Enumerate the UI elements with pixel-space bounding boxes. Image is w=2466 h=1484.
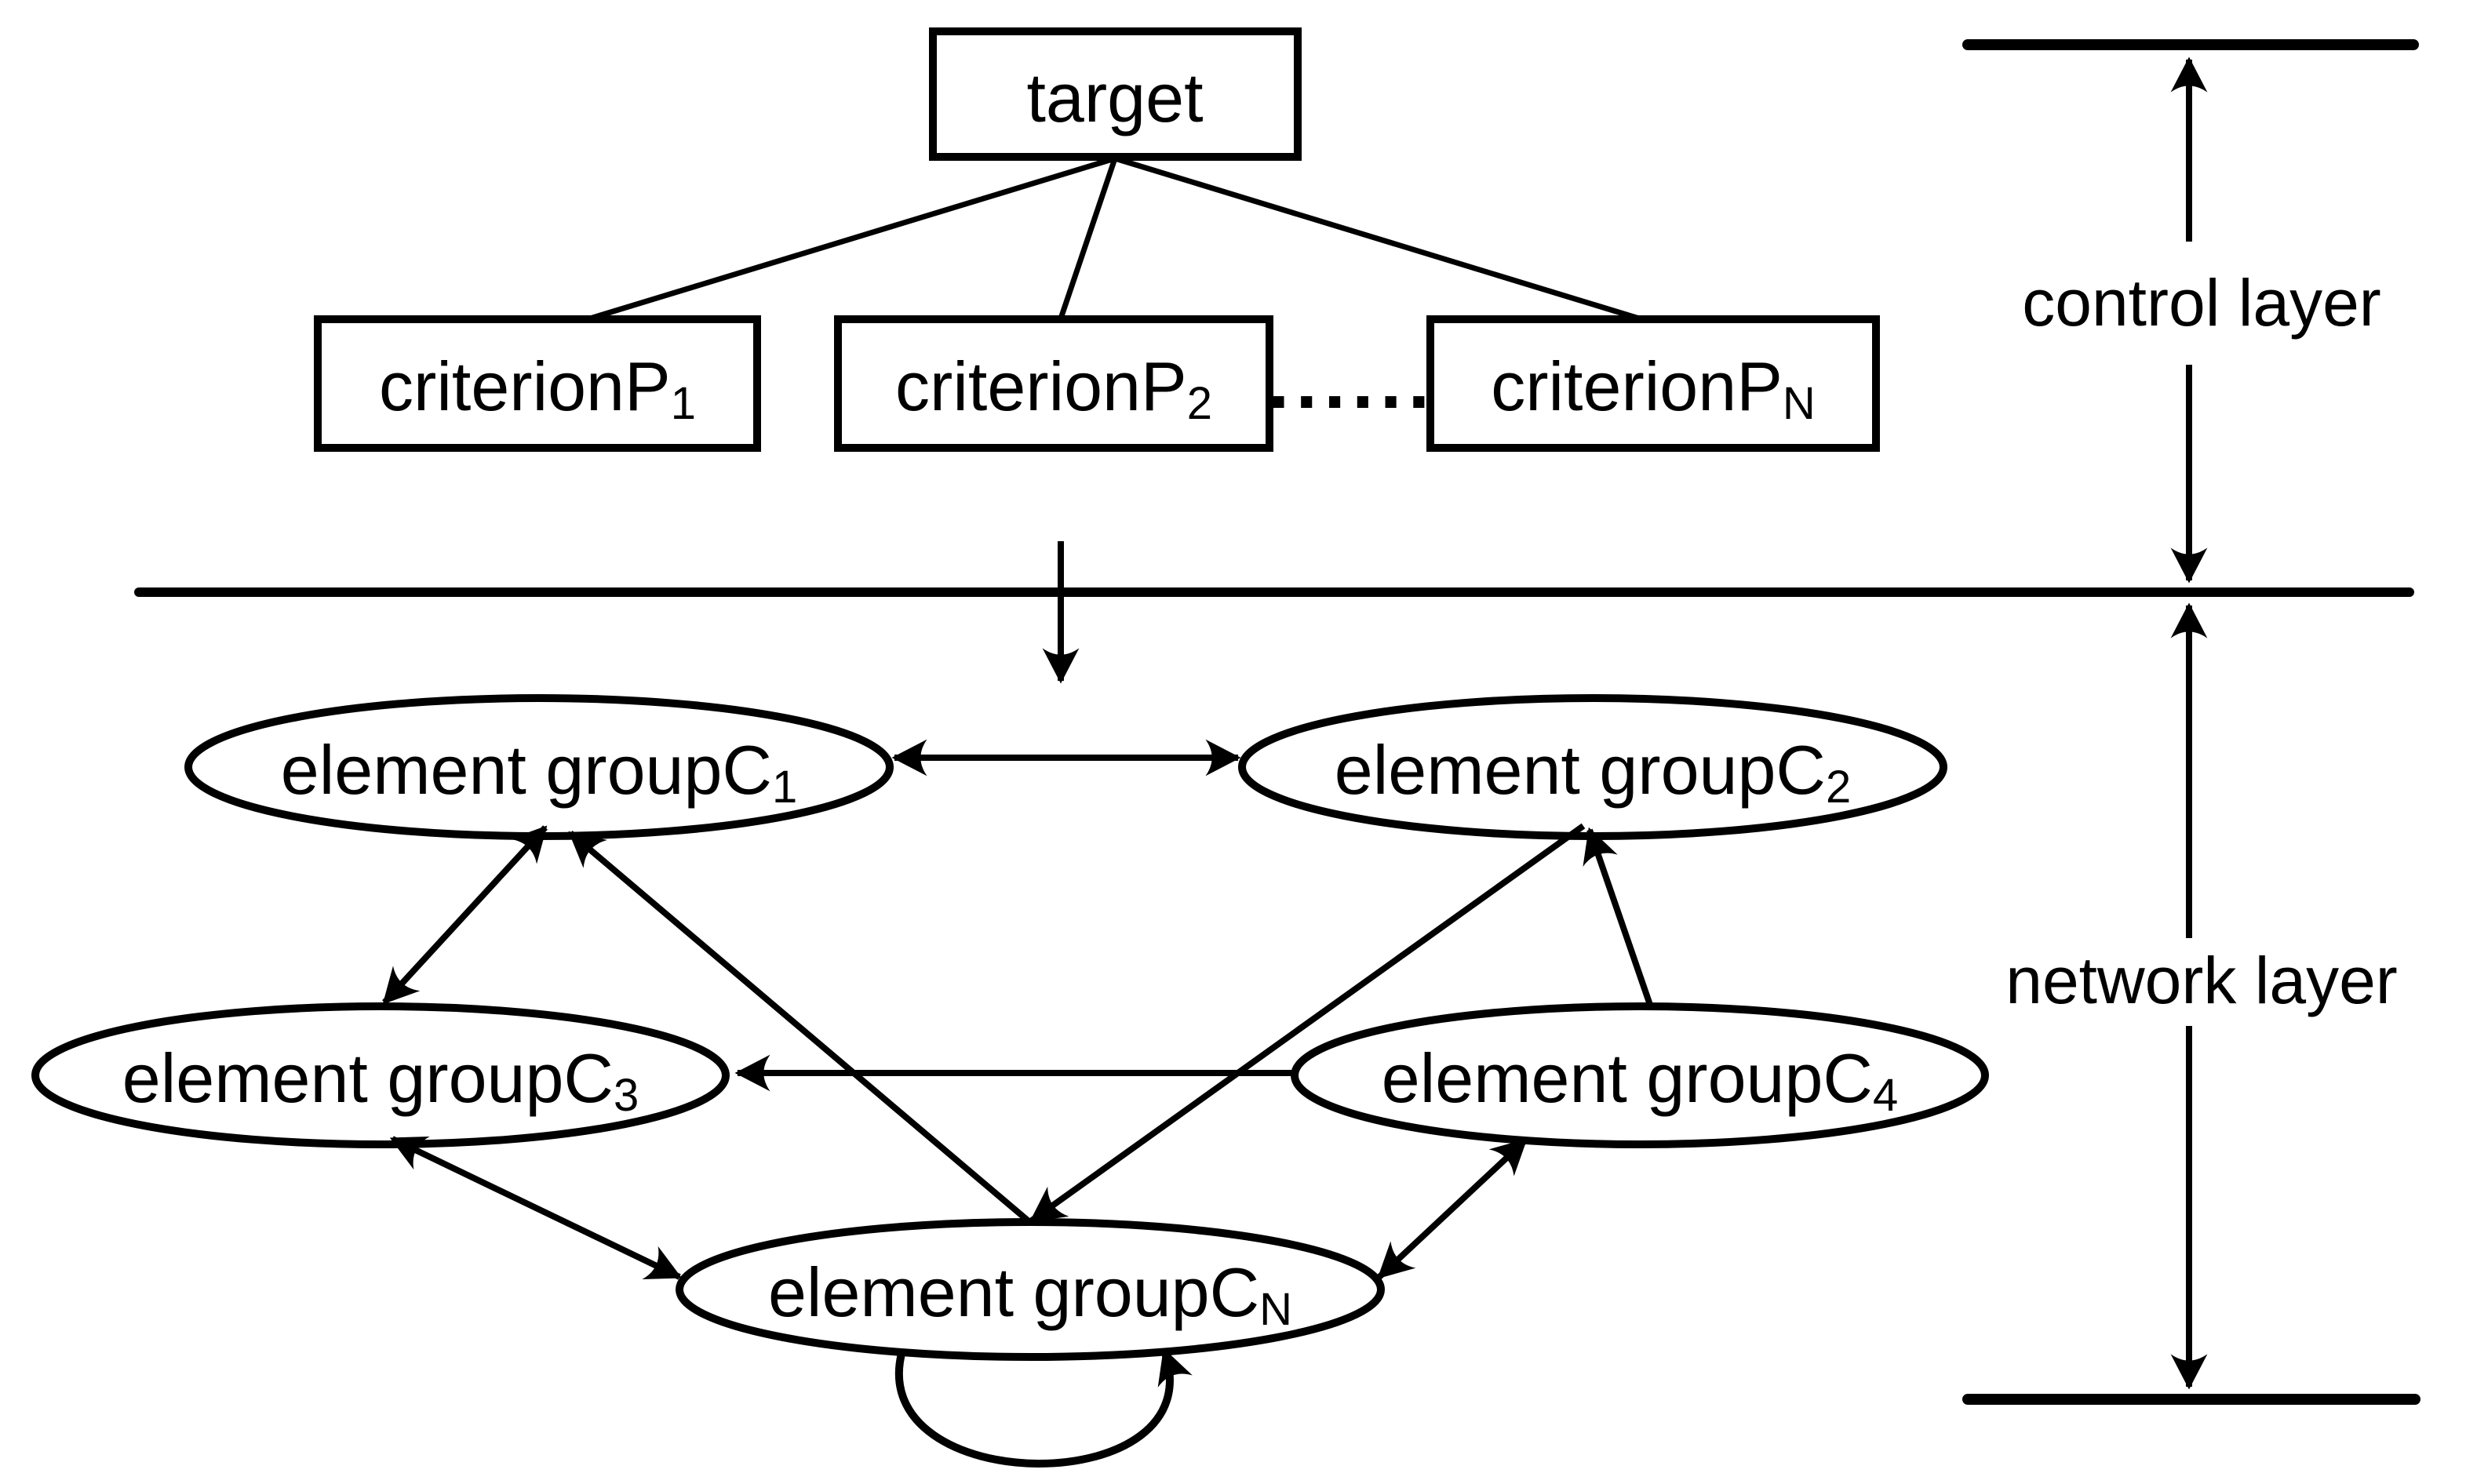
criterion-pn-label-text: criterionP [1491, 347, 1783, 425]
target-label: target [1026, 59, 1203, 136]
criterion-p2-label: criterionP2 [895, 347, 1212, 429]
element-group-c3-label-sub: 3 [614, 1070, 639, 1121]
criterion-pn-label-sub: N [1783, 378, 1816, 429]
element-group-c1-label: element groupC1 [281, 731, 797, 813]
arrow-cn-self-loop [895, 1348, 1193, 1468]
control-layer-group: target criterionP1 criterionP2 ...... cr… [314, 27, 1880, 452]
layer-extent-annotations: control layer network layer [1962, 39, 2420, 1405]
element-group-c1-label-text: element groupC [281, 731, 772, 809]
element-group-cn-label-text: element groupC [768, 1253, 1259, 1331]
arrow-c2-to-cn [1029, 823, 1586, 1224]
control-layer-label: control layer [2022, 266, 2381, 340]
criterion-p1-node [314, 315, 761, 452]
network-layer-group: element groupC1 element groupC2 element … [31, 694, 1989, 1468]
criterion-p2-label-text: criterionP [895, 347, 1187, 425]
edge-target-criterion-p2 [1058, 157, 1118, 320]
element-group-c2-label: element groupC2 [1335, 731, 1851, 813]
edge-target-criterion-p1 [588, 155, 1116, 322]
network-layer-label: network layer [2005, 944, 2398, 1017]
element-group-c2-label-sub: 2 [1826, 762, 1851, 813]
arrow-c3-cn-bidirectional [389, 1136, 683, 1280]
element-group-c1-label-sub: 1 [772, 762, 797, 813]
element-group-c3-label: element groupC3 [122, 1039, 639, 1121]
element-group-c3-node [31, 1002, 730, 1148]
element-group-cn-label-sub: N [1259, 1284, 1292, 1335]
arrow-c4-cn-bidirectional [1377, 1138, 1528, 1279]
edge-target-criterion-pn [1113, 155, 1641, 322]
target-node [929, 27, 1302, 161]
element-group-cn-label: element groupCN [768, 1253, 1292, 1335]
element-group-c4-label: element groupC4 [1382, 1039, 1898, 1121]
criterion-p1-label: criterionP1 [379, 347, 696, 429]
arrow-cn-to-c1 [568, 830, 1030, 1224]
element-group-c4-label-sub: 4 [1873, 1070, 1898, 1121]
criterion-p1-label-text: criterionP [379, 347, 671, 425]
arrow-c4-to-c2 [1583, 827, 1653, 1006]
criterion-pn-label: criterionPN [1491, 347, 1816, 429]
arrow-c1-c3-bidirectional [382, 825, 548, 1005]
target-label-text: target [1026, 59, 1203, 136]
element-group-c4-label-text: element groupC [1382, 1039, 1873, 1117]
element-group-c2-label-text: element groupC [1335, 731, 1826, 809]
criterion-p2-node [834, 315, 1273, 452]
criterion-p2-label-sub: 2 [1187, 378, 1212, 429]
criterion-pn-node [1426, 315, 1880, 452]
criterion-p1-label-sub: 1 [671, 378, 696, 429]
element-group-c3-label-text: element groupC [122, 1039, 614, 1117]
criteria-ellipsis: ...... [1268, 337, 1437, 425]
